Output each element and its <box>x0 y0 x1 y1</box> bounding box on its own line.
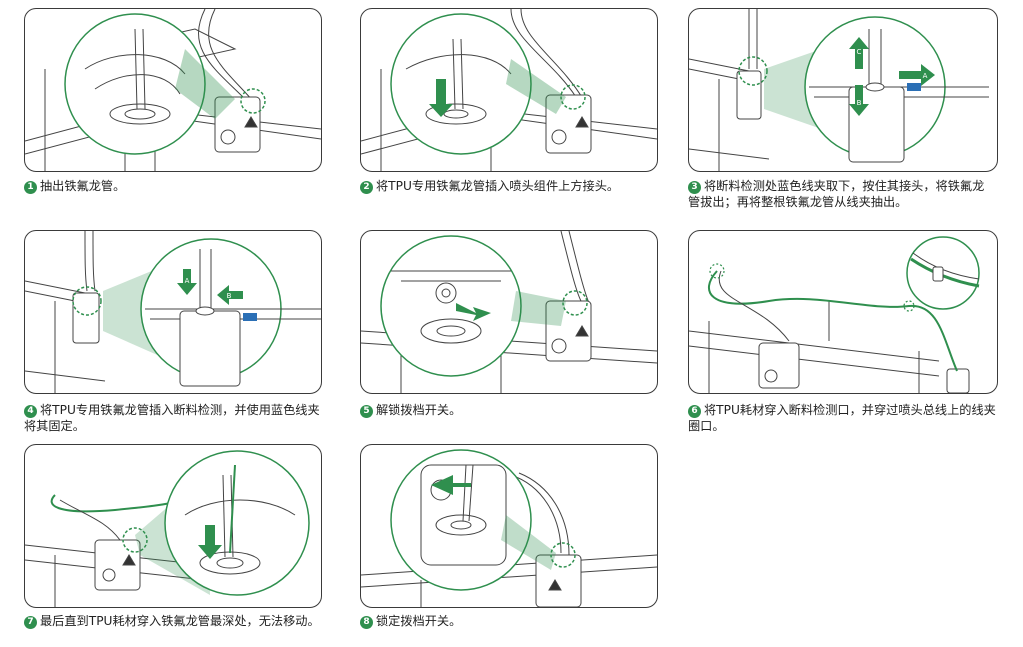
step-4-illustration: A B <box>24 230 322 394</box>
step-4-number: 4 <box>24 405 37 418</box>
step-8-text: 锁定拨档开关。 <box>376 614 462 628</box>
step-3-text: 将断料检测处蓝色线夹取下，按住其接头，将铁氟龙管拔出；再将整根铁氟龙管从线夹抽出… <box>688 179 985 209</box>
arrow-label-c: C <box>857 48 862 56</box>
step-5-illustration <box>360 230 658 394</box>
arrow-label-a: A <box>923 72 928 80</box>
step-7-text: 最后直到TPU耗材穿入铁氟龙管最深处，无法移动。 <box>40 614 320 628</box>
step-8-number: 8 <box>360 616 373 629</box>
step-2-illustration <box>360 8 658 172</box>
step-2-text: 将TPU专用铁氟龙管插入喷头组件上方接头。 <box>376 179 620 193</box>
step-6-number: 6 <box>688 405 701 418</box>
step-2-number: 2 <box>360 181 373 194</box>
step-5-number: 5 <box>360 405 373 418</box>
step-4-text: 将TPU专用铁氟龙管插入断料检测，并使用蓝色线夹将其固定。 <box>24 403 320 433</box>
step-6-text: 将TPU耗材穿入断料检测口，并穿过喷头总线上的线夹圈口。 <box>688 403 996 433</box>
step-3-illustration: C B A <box>688 8 998 172</box>
step-7-number: 7 <box>24 616 37 629</box>
step-1-illustration <box>24 8 322 172</box>
step-5-text: 解锁拨档开关。 <box>376 403 462 417</box>
step-7-illustration <box>24 444 322 608</box>
arrow-label-a-4: A <box>185 277 190 285</box>
arrow-label-b-4: B <box>227 292 232 300</box>
step-8-illustration <box>360 444 658 608</box>
step-6-illustration <box>688 230 998 394</box>
arrow-label-b: B <box>857 99 862 107</box>
step-1-number: 1 <box>24 181 37 194</box>
step-3-number: 3 <box>688 181 701 194</box>
step-1-text: 抽出铁氟龙管。 <box>40 179 126 193</box>
